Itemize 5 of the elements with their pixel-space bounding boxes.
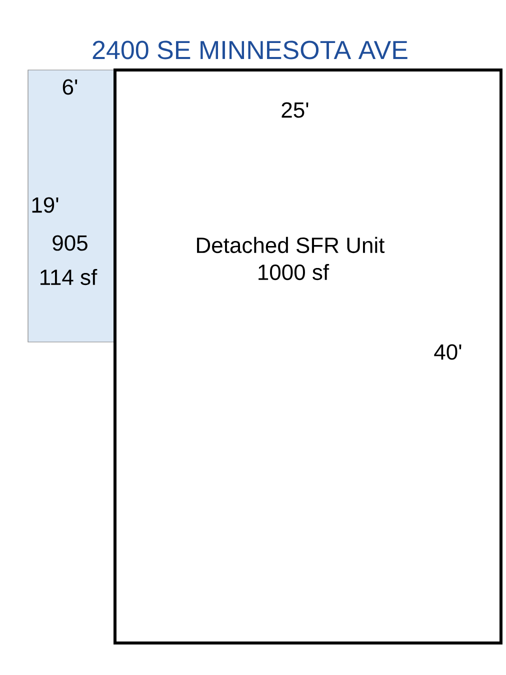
dimension-label: 19' — [32, 197, 58, 213]
dimension-label: 40' — [434, 344, 462, 360]
dimension-label: 25' — [282, 102, 308, 118]
title: 2400 SE MINNESOTA AVE — [92, 40, 408, 60]
dimension-label: 6' — [62, 79, 78, 95]
